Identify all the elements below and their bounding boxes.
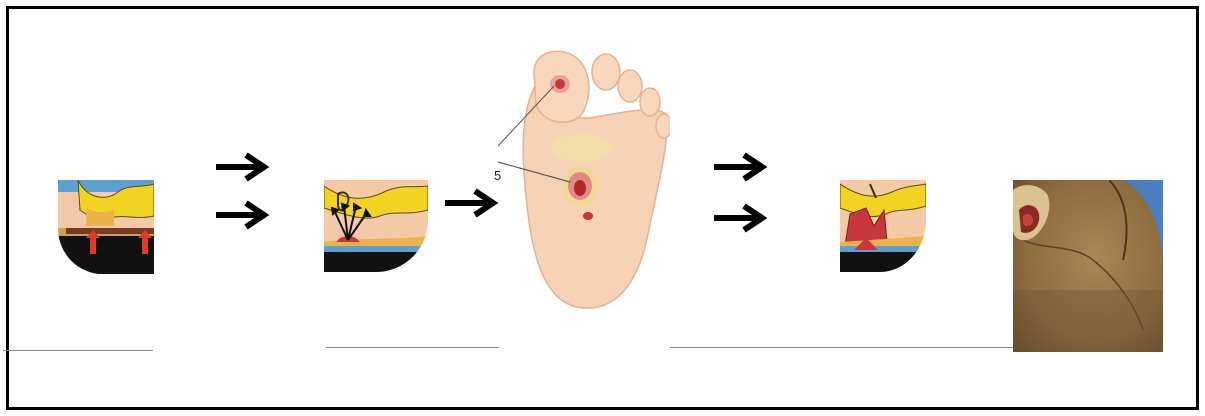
callout-label: 5 xyxy=(494,168,501,183)
arrow-right-icon xyxy=(712,152,770,182)
arrow-right-icon xyxy=(443,188,501,218)
arrow-right-icon xyxy=(214,200,272,230)
foot-sole-illustration-icon xyxy=(498,44,670,310)
baseline-left xyxy=(3,350,153,351)
arrow-right-icon xyxy=(712,203,770,233)
callus-cross-section-icon xyxy=(324,180,428,272)
pressure-cross-section-icon xyxy=(58,180,154,274)
foot-ulcer-photo xyxy=(1013,180,1163,352)
ulcer-cross-section-icon xyxy=(840,180,926,272)
arrow-right-icon xyxy=(214,152,272,182)
baseline-right xyxy=(670,347,1014,348)
baseline-mid xyxy=(326,347,499,348)
